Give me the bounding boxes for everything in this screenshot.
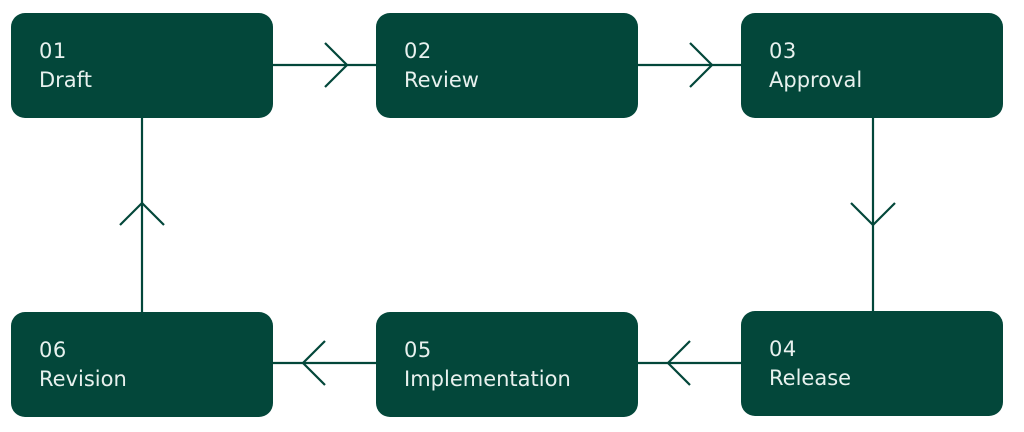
right-chevron-icon: [689, 42, 714, 88]
connector-implementation-to-revision: [273, 340, 376, 386]
step-box-revision: 06 Revision: [11, 312, 273, 417]
right-chevron-icon: [324, 42, 349, 88]
left-chevron-icon: [301, 340, 326, 386]
step-number: 06: [39, 338, 67, 362]
left-chevron-icon: [666, 340, 691, 386]
step-label: Review: [404, 68, 479, 92]
step-box-approval: 03 Approval: [741, 13, 1003, 118]
step-number: 05: [404, 338, 432, 362]
step-box-implementation: 05 Implementation: [376, 312, 638, 417]
up-chevron-icon: [119, 201, 165, 226]
connector-review-to-approval: [638, 42, 741, 88]
step-number: 02: [404, 39, 432, 63]
step-number: 04: [769, 337, 797, 361]
step-label: Revision: [39, 367, 127, 391]
connector-draft-to-review: [273, 42, 376, 88]
step-label: Release: [769, 366, 852, 390]
step-number: 03: [769, 39, 797, 63]
step-box-draft: 01 Draft: [11, 13, 273, 118]
step-label: Approval: [769, 68, 863, 92]
step-number: 01: [39, 39, 67, 63]
connector-revision-to-draft: [119, 118, 165, 312]
connector-release-to-implementation: [638, 340, 741, 386]
step-box-release: 04 Release: [741, 311, 1003, 416]
step-box-review: 02 Review: [376, 13, 638, 118]
down-chevron-icon: [850, 202, 896, 227]
connector-approval-to-release: [850, 118, 896, 311]
step-label: Implementation: [404, 367, 571, 391]
step-label: Draft: [39, 68, 92, 92]
